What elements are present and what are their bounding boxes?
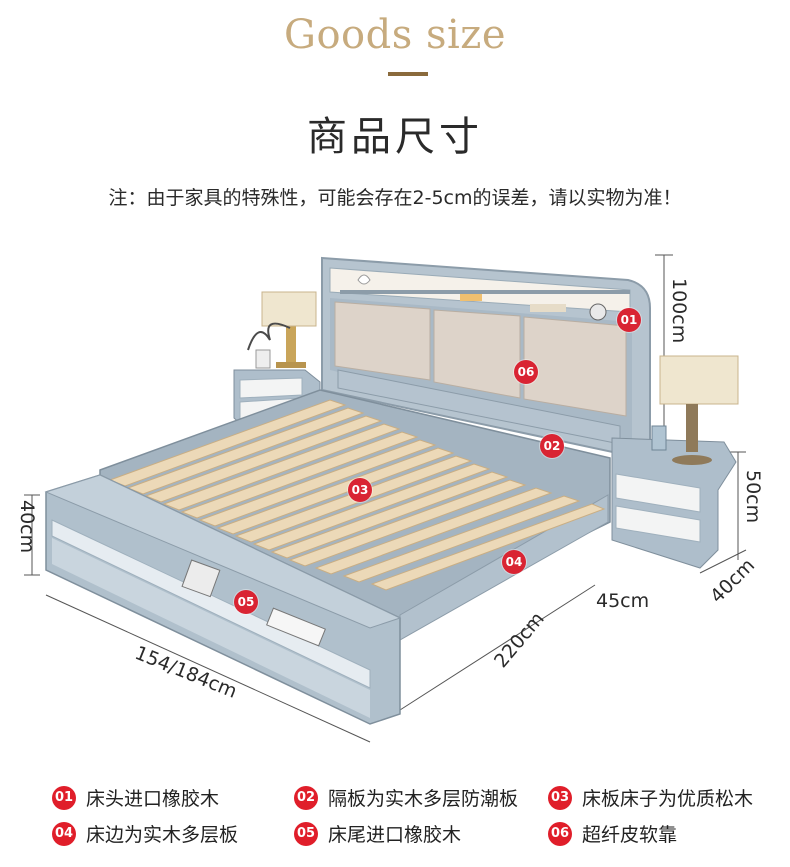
- legend-item: 04 床边为实木多层板: [52, 820, 238, 847]
- legend-text: 床尾进口橡胶木: [328, 824, 462, 846]
- legend-number: 03: [548, 785, 572, 810]
- marker-02: 02: [540, 434, 564, 458]
- marker-04: 04: [502, 550, 526, 574]
- dim-nightstand-width: 45cm: [596, 590, 650, 612]
- title-divider: [388, 72, 428, 76]
- legend-text: 隔板为实木多层防潮板: [328, 788, 519, 810]
- legend-number: 05: [294, 821, 318, 846]
- title-chinese: 商品尺寸: [307, 114, 483, 160]
- legend-number: 02: [294, 785, 318, 810]
- legend-item: 03 床板床子为优质松木: [548, 784, 753, 811]
- tolerance-note: 注：由于家具的特殊性，可能会存在2-5cm的误差，请以实物为准！: [108, 187, 682, 209]
- headboard: [321, 256, 651, 462]
- legend-number: 04: [52, 821, 76, 846]
- title-english: Goods size: [283, 12, 507, 58]
- dim-footboard-height: 40cm: [16, 500, 38, 554]
- marker-01: 01: [617, 308, 641, 332]
- bed-illustration: 01 02 03 04 05 06 100cm 40cm 154/184cm 2…: [0, 230, 790, 770]
- bed-drawing: [24, 254, 747, 743]
- legend-item: 06 超纤皮软靠: [548, 820, 677, 847]
- legend-item: 02 隔板为实木多层防潮板: [294, 784, 518, 811]
- marker-05: 05: [234, 590, 258, 614]
- material-legend: 01 床头进口橡胶木 02 隔板为实木多层防潮板 03 床板床子为优质松木 04…: [0, 778, 790, 858]
- legend-text: 床头进口橡胶木: [86, 788, 220, 810]
- dim-headboard-height: 100cm: [668, 278, 690, 344]
- legend-item: 05 床尾进口橡胶木: [294, 820, 461, 847]
- dim-nightstand-height: 50cm: [742, 470, 764, 524]
- legend-text: 超纤皮软靠: [582, 824, 678, 846]
- legend-text: 床板床子为优质松木: [582, 788, 754, 810]
- bed-slats: [108, 399, 606, 591]
- legend-number: 01: [52, 785, 76, 810]
- legend-number: 06: [548, 821, 572, 846]
- marker-06: 06: [514, 360, 538, 384]
- legend-text: 床边为实木多层板: [86, 824, 239, 846]
- dimension-lines: [24, 254, 747, 743]
- marker-03: 03: [348, 478, 372, 502]
- legend-item: 01 床头进口橡胶木: [52, 784, 219, 811]
- right-nightstand: [611, 355, 739, 569]
- footboard: [44, 474, 402, 725]
